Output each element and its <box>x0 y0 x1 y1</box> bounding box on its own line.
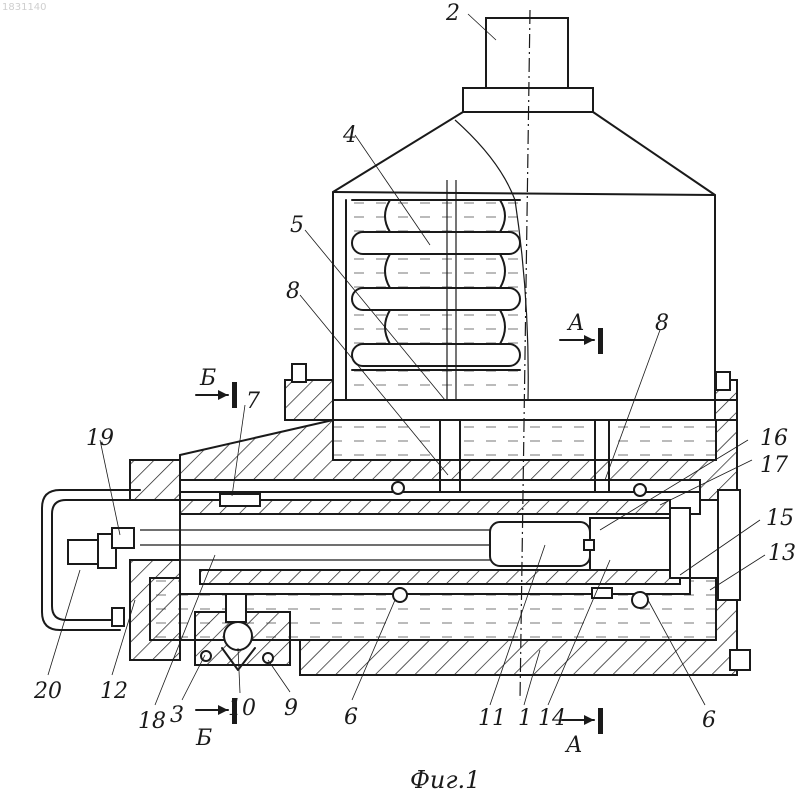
label-8b: 8 <box>655 311 669 336</box>
label-19: 19 <box>86 426 114 451</box>
label-8a: 8 <box>286 279 300 304</box>
figure-caption: Фиг.1 <box>410 766 480 794</box>
label-15: 15 <box>766 506 794 531</box>
label-20: 20 <box>33 679 62 704</box>
section-a-top: А <box>560 311 603 354</box>
label-2: 2 <box>445 1 460 26</box>
left-cap <box>42 490 140 630</box>
label-3: 3 <box>170 703 184 728</box>
label-14: 14 <box>538 706 566 731</box>
label-9: 9 <box>284 696 298 721</box>
svg-text:Б: Б <box>199 366 216 391</box>
label-17: 17 <box>760 453 788 478</box>
svg-text:А: А <box>564 733 583 758</box>
label-13: 13 <box>768 541 796 566</box>
label-18: 18 <box>138 709 166 734</box>
horizontal-cylinder <box>140 482 700 608</box>
label-6a: 6 <box>344 705 358 730</box>
label-6b: 6 <box>702 708 716 733</box>
section-b-left: Б <box>196 366 237 408</box>
top-shaft <box>463 18 593 112</box>
label-5: 5 <box>290 213 304 238</box>
label-1: 1 <box>518 706 532 731</box>
label-7: 7 <box>246 389 260 414</box>
label-16: 16 <box>760 426 788 451</box>
label-10: 10 <box>228 696 256 721</box>
label-4: 4 <box>342 123 357 148</box>
section-a-bottom: А <box>562 708 603 758</box>
svg-text:Б: Б <box>195 726 212 751</box>
label-12: 12 <box>100 679 128 704</box>
corner-number: 1831140 <box>2 2 47 13</box>
label-11: 11 <box>478 706 506 731</box>
svg-text:А: А <box>566 311 585 336</box>
